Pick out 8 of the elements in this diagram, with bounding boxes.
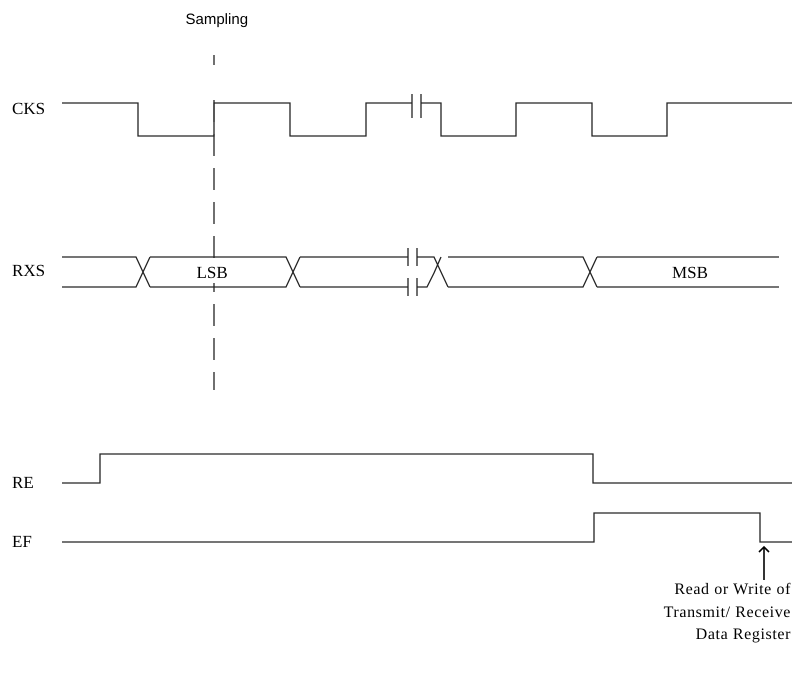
leader-arrow bbox=[758, 546, 770, 580]
signal-label: EF bbox=[12, 533, 32, 550]
signal-label: RE bbox=[12, 474, 34, 491]
signal-label: RXS bbox=[12, 262, 46, 279]
flag-waveform bbox=[62, 512, 792, 543]
annotation-text: Sampling bbox=[186, 12, 248, 27]
annotation-text: Read or Write of Transmit/ Receive Data Register bbox=[655, 579, 791, 646]
signal-label: CKS bbox=[12, 100, 46, 117]
